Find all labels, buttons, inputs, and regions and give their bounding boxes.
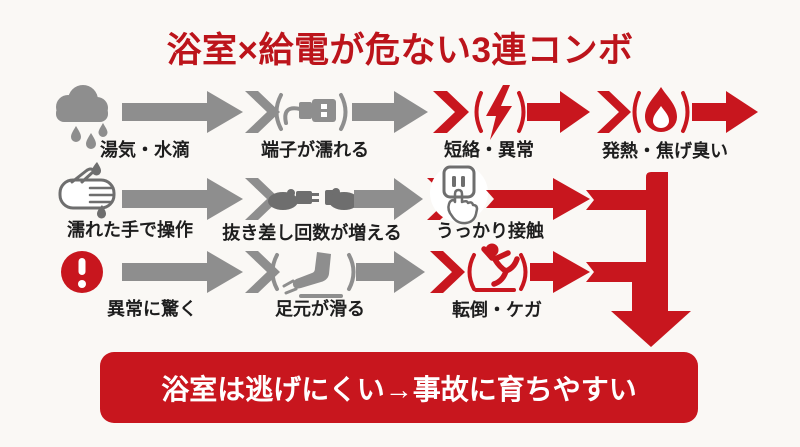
arrow-head — [560, 91, 590, 133]
step-label: 短絡・異常 — [444, 140, 534, 160]
conclusion-banner-text: 浴室は逃げにくい→事故に育ちやすい — [161, 373, 637, 405]
arrow-shaft — [527, 103, 560, 121]
paren-left — [274, 93, 283, 131]
paren-right — [339, 93, 348, 131]
merge-down-arrow — [586, 172, 691, 347]
arrow-shaft — [122, 263, 207, 281]
down-arrow-head — [611, 311, 691, 347]
page-title: 浴室×給電が危ない3連コンボ — [166, 31, 634, 70]
arrow-head — [207, 251, 243, 293]
arrow-shaft — [692, 103, 726, 121]
underline — [474, 288, 516, 292]
arrow-head — [394, 178, 423, 220]
row-1-arrows — [56, 85, 758, 149]
arrow-head — [207, 91, 243, 133]
cloud-rain-icon — [56, 85, 108, 149]
arrow-shaft — [122, 103, 207, 121]
step-label: うっかり接触 — [436, 221, 544, 241]
arrow-shaft — [356, 263, 394, 281]
row-3-elbow — [586, 262, 646, 282]
arrow-head — [553, 251, 590, 293]
chevron — [433, 91, 469, 133]
outlet-touch-icon — [442, 165, 479, 225]
arrow-shaft — [530, 263, 553, 281]
arrow-head — [207, 178, 243, 220]
plug-unplug-hands-icon — [268, 188, 359, 210]
arrow-shaft — [122, 190, 207, 208]
paren-right — [347, 253, 356, 291]
step-label: 異常に驚く — [107, 299, 197, 319]
flame-icon — [645, 87, 677, 132]
paren-left — [270, 253, 279, 291]
paren-left — [467, 253, 476, 291]
paren-right — [681, 91, 690, 133]
paren-left — [474, 91, 483, 133]
paren-left — [632, 91, 641, 133]
arrow-head — [726, 91, 758, 133]
chevron — [430, 251, 465, 293]
row-3-arrows — [61, 243, 590, 298]
vertical-band — [646, 172, 668, 313]
step-label: 湯気・水滴 — [100, 140, 190, 160]
conclusion-banner: 浴室は逃げにくい→事故に育ちやすい — [100, 352, 698, 423]
row-2-arrows — [58, 162, 590, 225]
alert-icon — [61, 251, 103, 293]
row-3-downturn — [632, 262, 646, 313]
step-label: 転倒・ケガ — [452, 300, 542, 320]
falling-person-icon — [481, 243, 520, 287]
arrow-head — [394, 91, 428, 133]
step-label: 端子が濡れる — [261, 140, 369, 160]
chevron — [245, 91, 280, 133]
chevron — [597, 91, 631, 133]
arrow-shaft — [354, 190, 394, 208]
step-label: 濡れた手で操作 — [67, 220, 193, 240]
arrow — [486, 178, 590, 220]
paren-right — [517, 91, 526, 133]
step-label: 発熱・焦げ臭い — [602, 141, 728, 161]
arrow-head — [394, 251, 425, 293]
paren-right — [519, 253, 528, 291]
usb-plug-icon — [283, 99, 336, 125]
step-label: 足元が滑る — [275, 299, 365, 319]
wet-hand-icon — [58, 162, 116, 219]
slipping-foot-icon — [282, 252, 343, 298]
arrow-shaft — [352, 103, 394, 121]
step-label: 抜き差し回数が増える — [222, 223, 402, 243]
row-2-elbow — [586, 190, 646, 210]
lightning-icon — [486, 85, 512, 140]
